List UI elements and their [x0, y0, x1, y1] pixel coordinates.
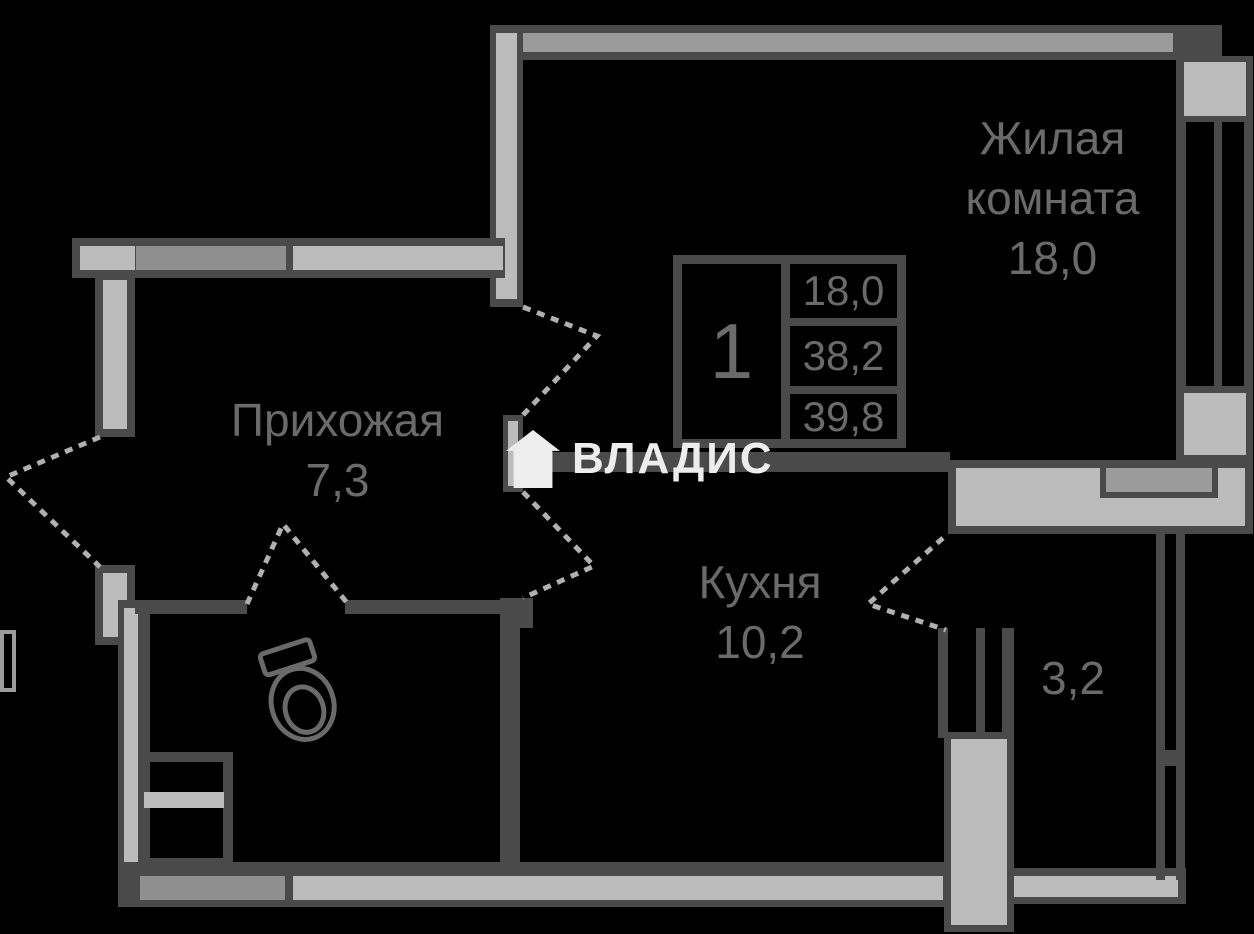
stamp-area-value: 38,2 [802, 332, 885, 379]
radiator [0, 630, 16, 692]
kitchen-door-swing [521, 490, 599, 601]
window [1176, 122, 1186, 388]
wall-segment [135, 600, 247, 614]
wall-fill [136, 246, 286, 270]
wall-segment [523, 452, 950, 472]
room-name: Жилая [979, 112, 1126, 164]
room-label-balcony: 3,2 [1018, 648, 1128, 708]
wall-fill [140, 876, 285, 900]
room-label-kitchen: Кухня 10,2 [650, 552, 870, 672]
wall-fill [1184, 393, 1246, 455]
stamp-table: 1 18,0 38,2 39,8 [673, 255, 906, 448]
window [1002, 628, 1014, 738]
room-area: 3,2 [1041, 652, 1105, 704]
room-name: Прихожая [230, 394, 445, 446]
window [1176, 534, 1185, 880]
wall-fill [1014, 876, 1178, 897]
window [1244, 122, 1253, 388]
window-mullion [1156, 750, 1185, 766]
wall-fill [523, 33, 1173, 52]
window [1214, 122, 1222, 388]
entrance-door-swing [1, 434, 102, 569]
window [938, 628, 948, 738]
shaft-box [138, 752, 233, 868]
wall-fill [951, 739, 1007, 925]
stamp-area-value: 18,0 [802, 267, 885, 314]
stamp-divider [781, 264, 790, 439]
wall-fill [508, 421, 518, 486]
window [1156, 534, 1165, 880]
wall-fill [80, 246, 135, 270]
watermark: ВЛАДИС [506, 430, 774, 488]
wall-fill [293, 246, 503, 270]
room-name: комната [965, 172, 1140, 224]
toilet-icon [257, 637, 337, 742]
wall-fill [293, 876, 943, 900]
watermark-brand: ВЛАДИС [572, 434, 774, 483]
room-name: Кухня [698, 556, 822, 608]
wall-fill [1184, 62, 1246, 116]
room-area: 7,3 [305, 454, 370, 506]
house-icon [506, 430, 560, 488]
bathroom-door-swing [244, 519, 350, 606]
room-label-living: Жилая комната 18,0 [900, 108, 1205, 288]
wall-fill [496, 33, 517, 299]
wall-fill [124, 608, 138, 897]
wall-segment [500, 598, 520, 868]
room-label-hallway: Прихожая 7,3 [210, 390, 465, 510]
stamp-rooms-count: 1 [709, 307, 754, 395]
stamp-divider [790, 386, 897, 394]
window [976, 628, 985, 738]
stamp-divider [790, 318, 897, 326]
wall-fill [103, 280, 127, 429]
balcony-door-swing [863, 536, 947, 633]
wall-segment [345, 600, 533, 614]
room-area: 18,0 [1007, 232, 1098, 284]
wall-fill [1106, 468, 1212, 492]
room-area: 10,2 [715, 616, 805, 668]
living-room-door-swing [521, 304, 602, 417]
wall-segment [285, 872, 293, 904]
shaft-shelf [144, 792, 224, 808]
stamp-area-value: 39,8 [802, 392, 885, 440]
